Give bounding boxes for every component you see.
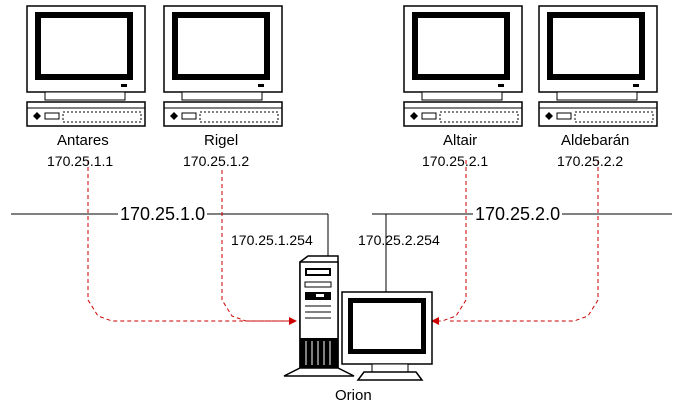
- host-ip-aldebaran: 170.25.2.2: [557, 153, 624, 169]
- workstation-aldebaran: [538, 5, 658, 127]
- network-label-2: 170.25.2.0: [473, 204, 563, 224]
- route-aldebaran: [450, 160, 599, 322]
- router-name: Orion: [335, 387, 372, 404]
- host-name-altair: Altair: [443, 132, 478, 149]
- workstation-altair: [403, 5, 523, 127]
- router-monitor: [341, 291, 433, 381]
- host-name-rigel: Rigel: [204, 132, 239, 149]
- route-antares: [87, 160, 297, 325]
- host-ip-rigel: 170.25.1.2: [183, 153, 250, 169]
- workstation-rigel: [163, 5, 283, 127]
- host-ip-altair: 170.25.2.1: [422, 153, 489, 169]
- router-tower: [283, 255, 355, 377]
- host-name-aldebaran: Aldebarán: [561, 132, 630, 149]
- router-interface-2: 170.25.2.254: [358, 232, 440, 248]
- network-label-1: 170.25.1.0: [118, 204, 208, 224]
- host-name-antares: Antares: [57, 132, 109, 149]
- host-ip-antares: 170.25.1.1: [47, 153, 114, 169]
- router-interface-1: 170.25.1.254: [231, 232, 313, 248]
- route-altair: [431, 160, 467, 325]
- route-rigel: [221, 170, 296, 322]
- workstation-antares: [26, 5, 146, 127]
